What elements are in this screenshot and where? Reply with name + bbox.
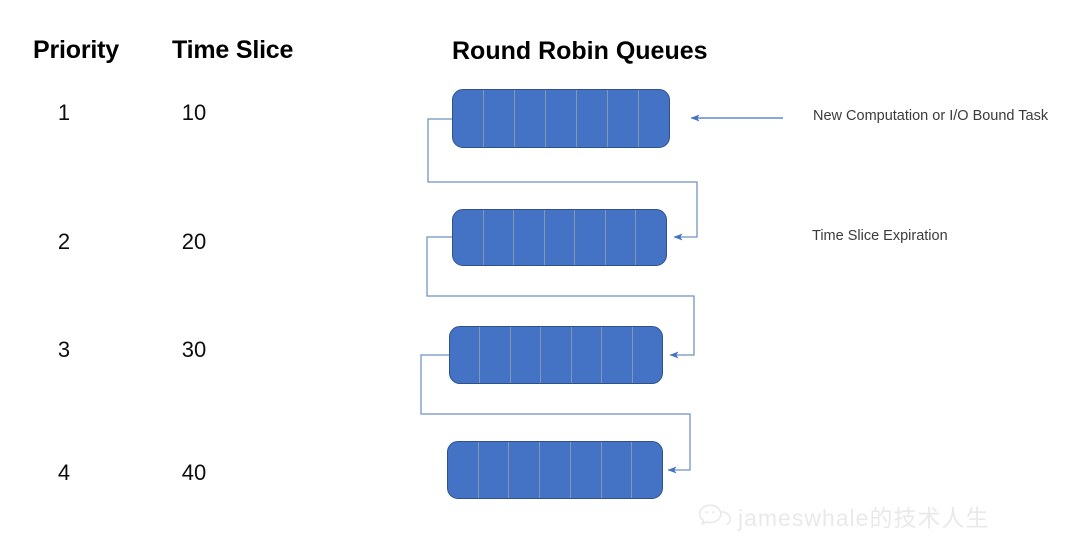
time-slice-value-2: 20: [181, 229, 207, 254]
annotation-new-task: New Computation or I/O Bound Task: [813, 108, 1049, 124]
queue-slot: [633, 327, 662, 383]
queue-row-4[interactable]: [447, 441, 663, 499]
queue-slot: [577, 90, 608, 147]
time-slice-column-header: Time Slice: [172, 36, 294, 64]
queue-slot: [480, 327, 511, 383]
queue-slot: [453, 210, 484, 265]
watermark: jameswhale的技术人生: [697, 499, 989, 533]
queue-slot: [450, 327, 481, 383]
queue-slot: [515, 90, 546, 147]
priority-value-1: 1: [57, 100, 71, 125]
queue-slot: [540, 442, 571, 498]
queue-slot: [541, 327, 572, 383]
queue-slot: [571, 442, 602, 498]
queue-slot: [606, 210, 637, 265]
time-slice-value-3: 30: [181, 337, 207, 362]
queue-row-3[interactable]: [449, 326, 663, 384]
queue-slot: [608, 90, 639, 147]
queue-row-2[interactable]: [452, 209, 667, 266]
time-slice-value-1: 10: [181, 100, 207, 125]
queue-row-1[interactable]: [452, 89, 670, 148]
time-slice-value-4: 40: [181, 460, 207, 485]
queue-slot: [453, 90, 484, 147]
queue-slot: [546, 90, 577, 147]
priority-value-4: 4: [57, 460, 71, 485]
queue-slot: [511, 327, 542, 383]
queue-slot: [636, 210, 666, 265]
queue-slot: [575, 210, 606, 265]
priority-column-header: Priority: [33, 36, 119, 64]
watermark-text: jameswhale的技术人生: [738, 505, 990, 531]
queue-slot: [602, 327, 633, 383]
queue-slot: [484, 210, 515, 265]
queue-slot: [509, 442, 541, 498]
annotation-time-slice-expiration: Time Slice Expiration: [812, 228, 948, 244]
queue-slot: [479, 442, 510, 498]
diagram-title: Round Robin Queues: [452, 37, 708, 65]
queue-slot: [632, 442, 662, 498]
queue-slot: [514, 210, 545, 265]
wechat-icon: [697, 502, 732, 530]
priority-value-3: 3: [57, 337, 71, 362]
queue-slot: [602, 442, 633, 498]
priority-value-2: 2: [57, 229, 71, 254]
queue-slot: [639, 90, 669, 147]
queue-slot: [572, 327, 603, 383]
queue-slot: [484, 90, 515, 147]
queue-slot: [545, 210, 576, 265]
queue-slot: [448, 442, 479, 498]
